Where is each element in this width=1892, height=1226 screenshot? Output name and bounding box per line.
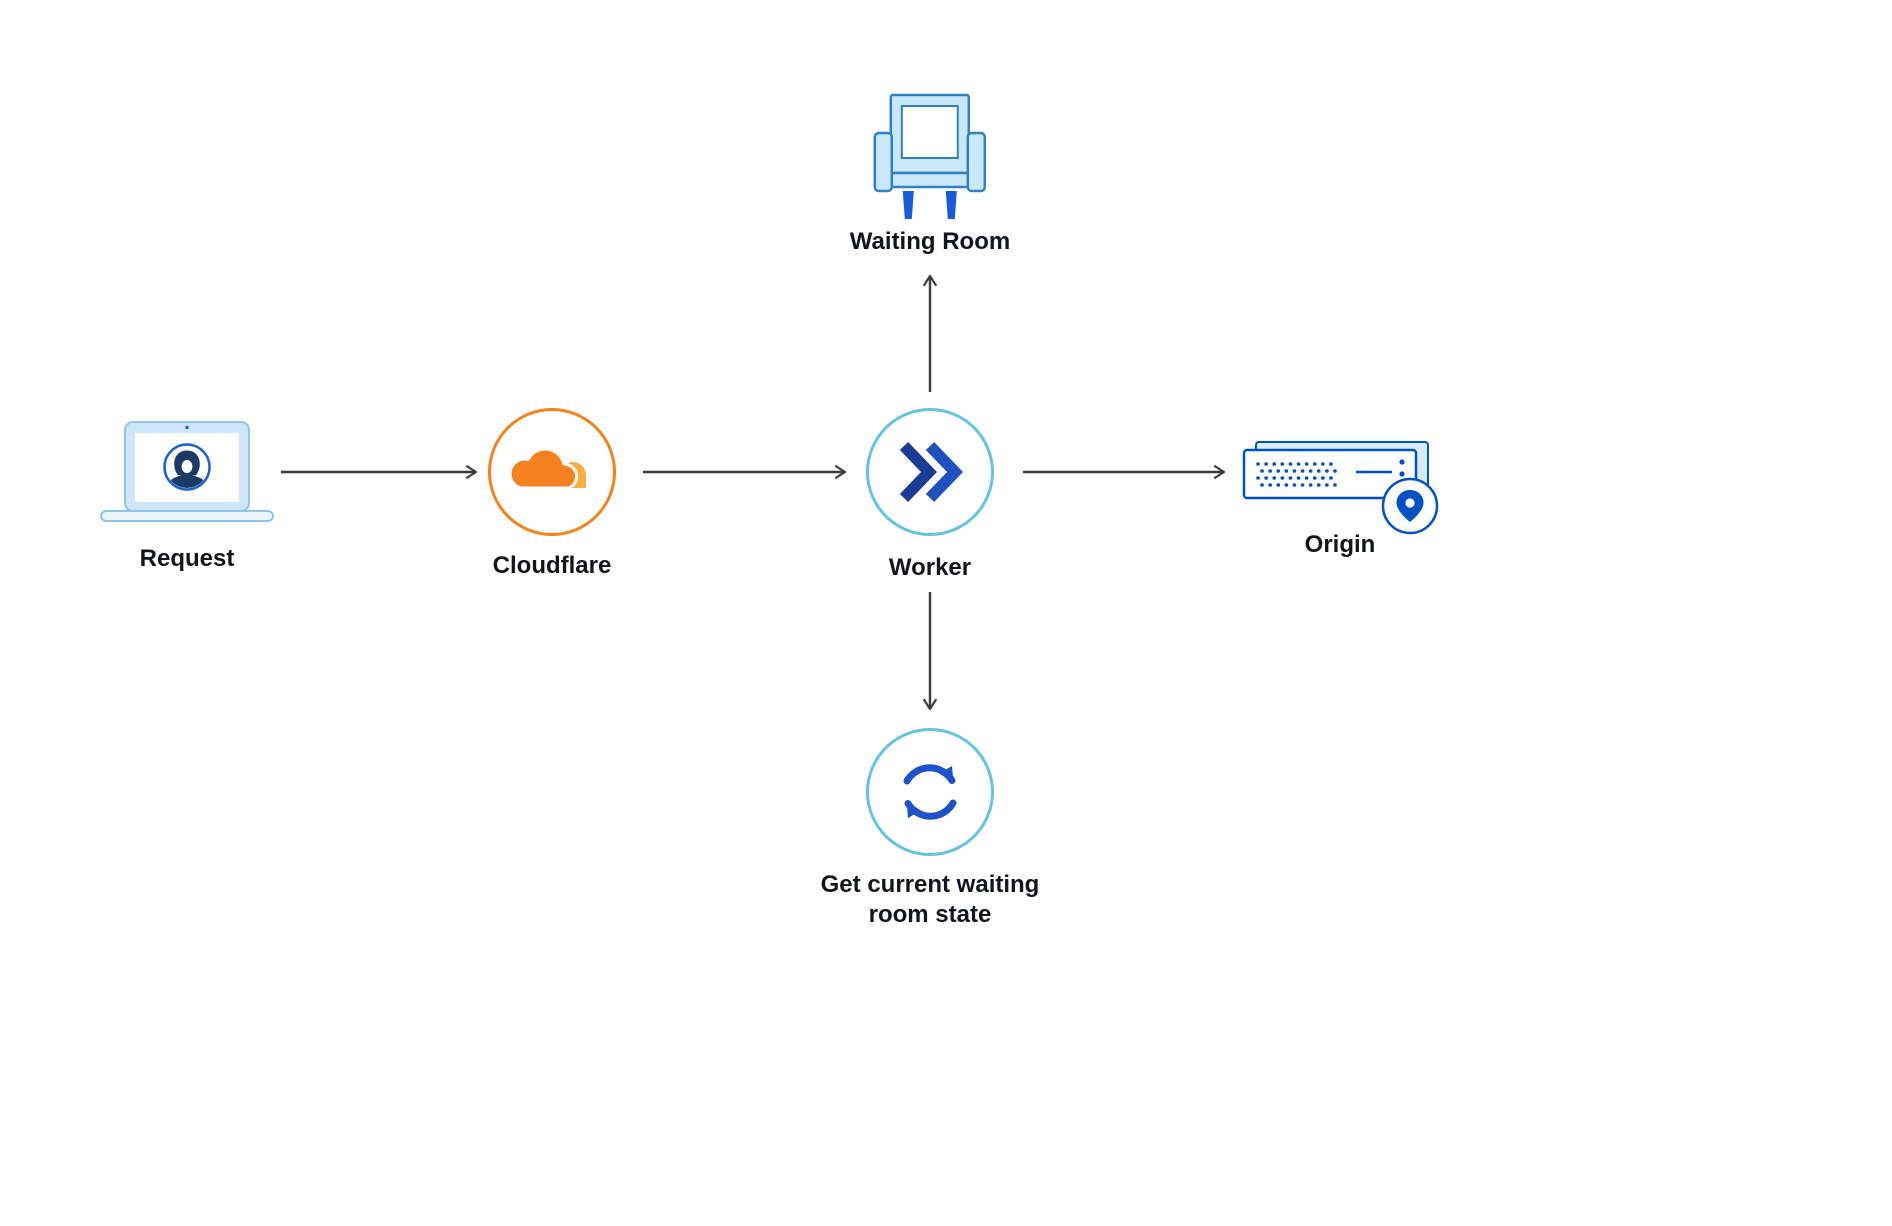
- node-worker-label: Worker: [888, 554, 972, 581]
- node-request: Request: [99, 420, 275, 574]
- laptop-user-icon: [100, 421, 274, 522]
- location-pin-icon: [1381, 477, 1439, 535]
- node-waiting-room-state-label: Get current waiting room state: [820, 871, 1040, 928]
- node-origin-label: Origin: [1304, 531, 1376, 558]
- cloudflare-logo-icon: [488, 408, 616, 536]
- node-waiting-room-state: Get current waiting room state: [800, 726, 1060, 930]
- node-cloudflare: Cloudflare: [486, 406, 618, 581]
- node-request-label: Request: [139, 545, 235, 572]
- node-waiting-room: Waiting Room: [850, 93, 1010, 257]
- node-origin: Origin: [1234, 438, 1446, 560]
- node-worker: Worker: [864, 406, 996, 583]
- armchair-icon: [873, 93, 987, 219]
- worker-chevrons-icon: [866, 408, 994, 536]
- node-waiting-room-label: Waiting Room: [849, 228, 1011, 255]
- node-cloudflare-label: Cloudflare: [492, 552, 612, 579]
- sync-arrows-icon: [866, 728, 994, 856]
- origin-server-icon: [1242, 441, 1439, 535]
